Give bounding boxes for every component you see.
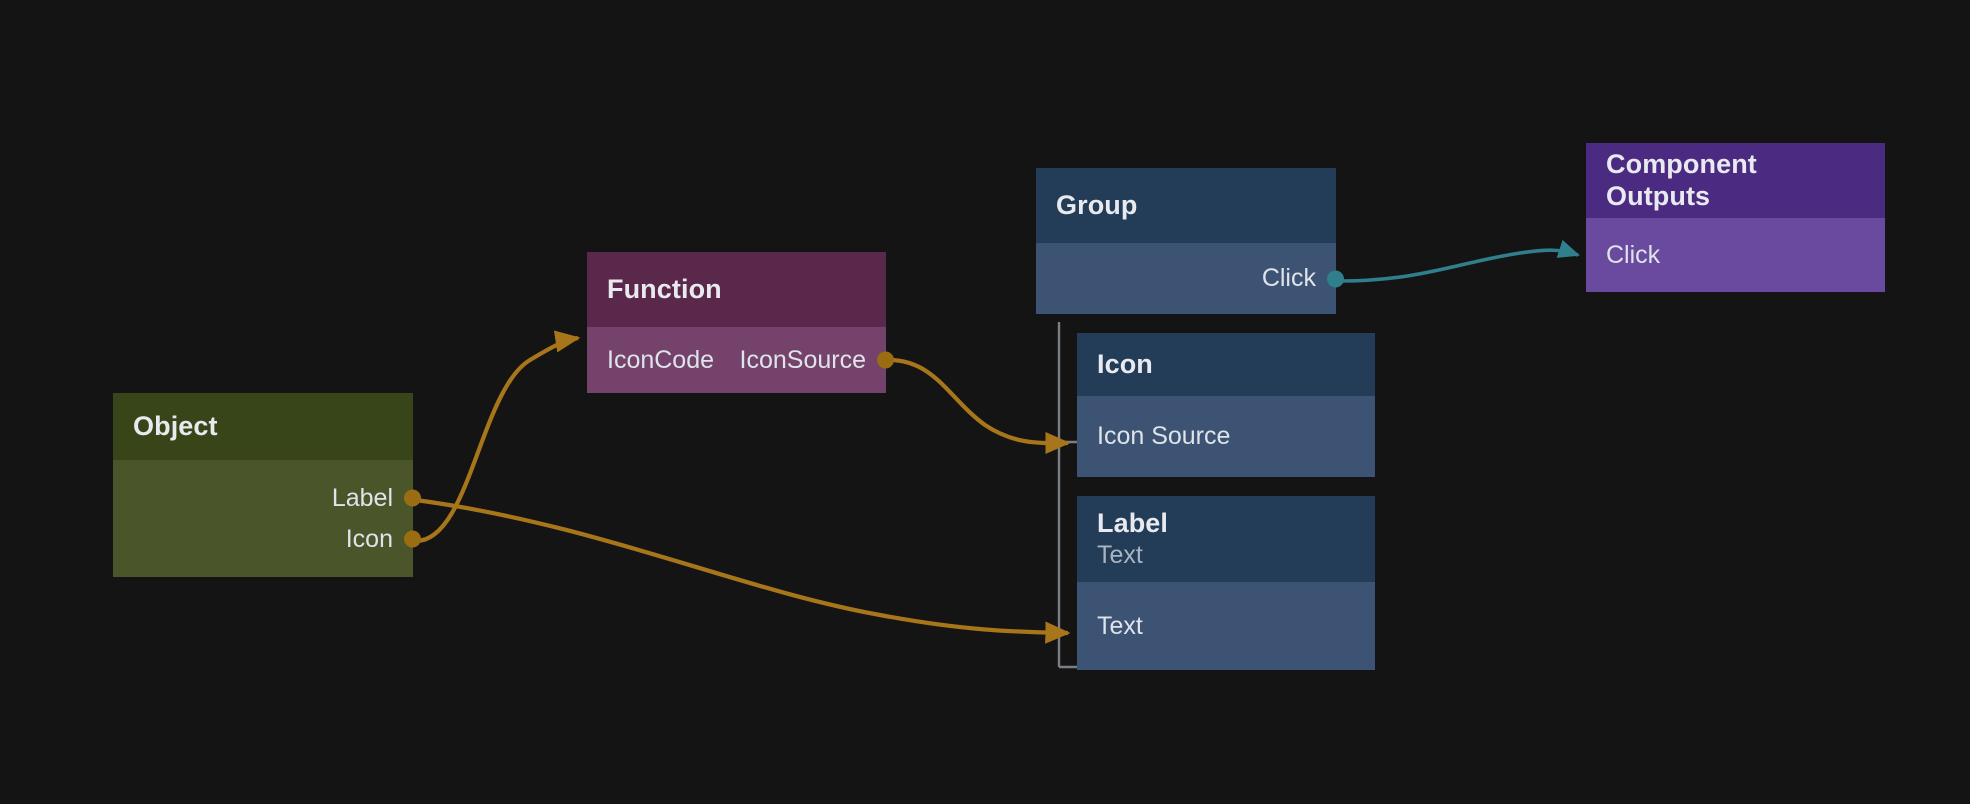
port-object-label-text: Label: [332, 486, 393, 511]
node-object-header[interactable]: Object: [113, 393, 413, 460]
node-function-title: Function: [607, 274, 866, 306]
port-component-outputs-click[interactable]: Click: [1586, 235, 1885, 276]
port-label-text[interactable]: Text: [1077, 606, 1375, 647]
edge-group-click-to-component-outputs-click: [1340, 250, 1578, 281]
node-group-body: Click: [1036, 243, 1336, 314]
port-function-iconsource-text: IconSource: [740, 348, 866, 373]
port-icon-source-text: Icon Source: [1097, 424, 1230, 449]
port-object-icon[interactable]: Icon: [113, 519, 413, 560]
port-component-outputs-click-text: Click: [1606, 243, 1660, 268]
node-function-body: IconCode IconSource: [587, 327, 886, 393]
node-label-title: Label: [1097, 508, 1355, 540]
port-icon-source[interactable]: Icon Source: [1077, 416, 1375, 457]
node-object-body: Label Icon: [113, 460, 413, 577]
port-dot-object-icon[interactable]: [404, 531, 421, 548]
node-label-subtitle: Text: [1097, 541, 1355, 571]
node-function[interactable]: Function IconCode IconSource: [587, 252, 886, 393]
port-function-iconcode-text: IconCode: [607, 348, 714, 373]
node-icon-header[interactable]: Icon: [1077, 333, 1375, 396]
edge-object-icon-to-function-iconcode: [416, 338, 578, 541]
port-object-icon-text: Icon: [346, 527, 393, 552]
node-function-header[interactable]: Function: [587, 252, 886, 327]
node-icon[interactable]: Icon Icon Source: [1077, 333, 1375, 477]
node-group[interactable]: Group Click: [1036, 168, 1336, 314]
node-object[interactable]: Object Label Icon: [113, 393, 413, 577]
node-group-header[interactable]: Group: [1036, 168, 1336, 243]
node-component-outputs-header[interactable]: Component Outputs: [1586, 143, 1885, 218]
node-object-title: Object: [133, 411, 393, 443]
node-icon-title: Icon: [1097, 349, 1355, 381]
group-tree-connector: [1059, 322, 1079, 667]
edge-object-label-to-label-text: [416, 500, 1068, 633]
port-object-label[interactable]: Label: [113, 478, 413, 519]
node-label-header[interactable]: Label Text: [1077, 496, 1375, 582]
node-icon-body: Icon Source: [1077, 396, 1375, 477]
port-dot-object-label[interactable]: [404, 490, 421, 507]
node-component-outputs[interactable]: Component Outputs Click: [1586, 143, 1885, 292]
port-label-text-label: Text: [1097, 614, 1143, 639]
node-component-outputs-body: Click: [1586, 218, 1885, 292]
node-group-title: Group: [1056, 190, 1316, 222]
node-label-body: Text: [1077, 582, 1375, 670]
port-group-click[interactable]: Click: [1036, 258, 1336, 299]
edge-function-iconsource-to-icon-iconsource: [889, 360, 1068, 443]
node-label[interactable]: Label Text Text: [1077, 496, 1375, 670]
port-row-function[interactable]: IconCode IconSource: [587, 340, 886, 381]
port-dot-function-iconsource[interactable]: [877, 352, 894, 369]
port-group-click-text: Click: [1262, 266, 1316, 291]
port-dot-group-click[interactable]: [1327, 270, 1344, 287]
node-component-outputs-title: Component Outputs: [1606, 149, 1865, 213]
